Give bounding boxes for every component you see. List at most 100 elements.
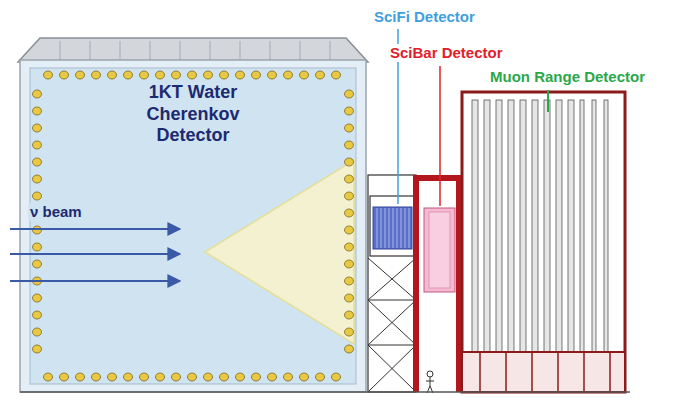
pmt: [345, 124, 354, 132]
detector-label: SciFi Detector: [372, 8, 477, 26]
scibar-inner-block: [429, 212, 450, 288]
pmt: [332, 373, 341, 381]
detector-label: Muon Range Detector: [488, 68, 647, 86]
fiber-sheet: [393, 208, 394, 248]
pmt: [284, 71, 293, 79]
fiber-sheet: [377, 208, 378, 248]
pmt: [220, 373, 229, 381]
pmt: [300, 373, 309, 381]
scifi-fiber-block: [373, 207, 412, 249]
pmt: [108, 71, 117, 79]
pmt: [220, 71, 229, 79]
iron-plate: [592, 100, 596, 352]
mrd-base: [462, 352, 625, 392]
lattice-bar: [368, 300, 416, 301]
fiber-sheet: [381, 208, 382, 248]
lattice-brace: [368, 300, 416, 345]
pmt: [345, 328, 354, 336]
iron-plate: [556, 100, 562, 352]
pmt: [345, 311, 354, 319]
pmt: [172, 373, 181, 381]
pmt: [316, 373, 325, 381]
pmt: [284, 373, 293, 381]
pmt: [236, 71, 245, 79]
pmt: [268, 71, 277, 79]
person-head: [427, 371, 433, 377]
scibar-frame-post: [413, 175, 419, 392]
fiber-sheet: [401, 208, 402, 248]
tank-roof: [18, 38, 368, 62]
pmt: [124, 71, 133, 79]
base-post: [609, 352, 611, 392]
iron-plate: [496, 100, 502, 352]
iron-plate: [604, 100, 608, 352]
roof-rib: [120, 41, 121, 60]
pmt: [345, 260, 354, 268]
iron-plate: [568, 100, 574, 352]
pmt: [300, 71, 309, 79]
pmt: [33, 158, 42, 166]
pmt: [316, 71, 325, 79]
iron-plate: [508, 100, 514, 352]
pmt: [92, 373, 101, 381]
roof-rib: [300, 41, 301, 60]
pmt: [156, 71, 165, 79]
pmt: [33, 90, 42, 98]
leader-line: [547, 90, 549, 112]
tank-water: [30, 68, 356, 384]
iron-plate: [484, 100, 490, 352]
roof-rib: [270, 41, 271, 60]
pmt: [140, 71, 149, 79]
pmt: [345, 277, 354, 285]
pmt: [76, 71, 85, 79]
base-post: [557, 352, 559, 392]
beam-arrow: [10, 280, 180, 282]
pmt: [33, 141, 42, 149]
pmt: [204, 373, 213, 381]
pmt: [33, 175, 42, 183]
base-post: [505, 352, 507, 392]
roof-ribs: [60, 41, 330, 60]
fiber-sheet: [405, 208, 406, 248]
pmt: [345, 158, 354, 166]
iron-plate: [472, 100, 478, 352]
lattice-brace: [368, 300, 416, 345]
pmt: [252, 373, 261, 381]
pmt: [156, 373, 165, 381]
pmt: [124, 373, 133, 381]
pmt: [345, 243, 354, 251]
scifi-support-frame: [368, 175, 416, 392]
roof-rib: [90, 41, 91, 60]
roof-rib: [210, 41, 211, 60]
water-tank-box: 1KT Water Cherenkov Detector: [30, 68, 356, 384]
pmt: [60, 373, 69, 381]
lattice-brace: [368, 258, 416, 300]
pmt: [332, 71, 341, 79]
pmt: [236, 373, 245, 381]
beam-arrow: [10, 228, 180, 230]
scibar-frame-beam: [413, 175, 462, 181]
base-post: [583, 352, 585, 392]
pmt: [345, 226, 354, 234]
beam-arrow: [10, 253, 180, 255]
beam-label: ν beam: [28, 203, 84, 221]
pmt: [33, 192, 42, 200]
pmt: [188, 373, 197, 381]
roof-rib: [330, 41, 331, 60]
fiber-sheet: [397, 208, 398, 248]
pmt: [33, 328, 42, 336]
pmt: [76, 373, 85, 381]
fiber-sheet: [389, 208, 390, 248]
pmt: [33, 243, 42, 251]
scibar-detector-block: [424, 208, 455, 292]
tank-wall: [20, 60, 366, 392]
lattice-bar: [368, 345, 416, 346]
roof-rib: [150, 41, 151, 60]
pmt: [172, 71, 181, 79]
pmt: [345, 345, 354, 353]
pmt: [33, 124, 42, 132]
pmt: [33, 345, 42, 353]
